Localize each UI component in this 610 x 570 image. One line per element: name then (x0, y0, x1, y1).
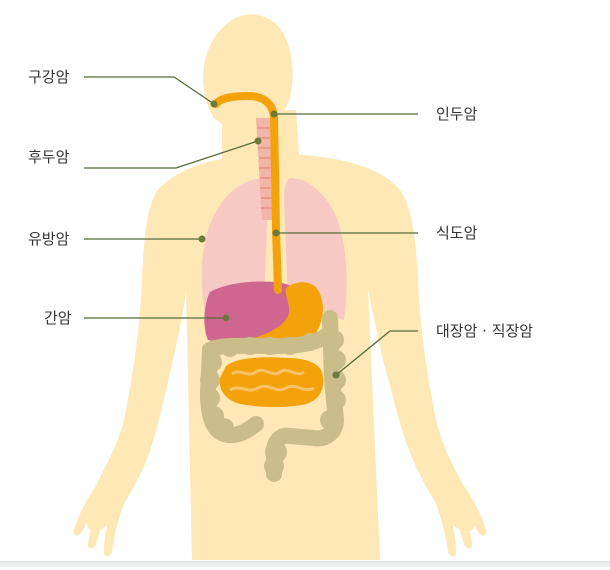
liver-cancer-label: 간암 (44, 309, 72, 327)
small-intestine (220, 357, 324, 407)
larynx-cancer-label: 후두암 (28, 148, 69, 166)
oral-dot (211, 101, 218, 108)
oral-leader-line (84, 77, 214, 104)
bottom-scrollbar-strip (0, 561, 610, 567)
breast-cancer-label: 유방암 (28, 230, 69, 248)
liver-dot (223, 315, 230, 322)
oral-cancer-label: 구강암 (28, 68, 69, 86)
esophagus-dot (273, 230, 280, 237)
esophagus-cancer-label: 식도암 (436, 224, 477, 242)
pharynx-dot (271, 111, 278, 118)
larynx-dot (255, 138, 262, 145)
colorectal-dot (333, 372, 340, 379)
colorectal-cancer-label: 대장암 · 직장암 (436, 322, 533, 340)
breast-dot (199, 236, 206, 243)
pharynx-cancer-label: 인두암 (436, 105, 477, 123)
